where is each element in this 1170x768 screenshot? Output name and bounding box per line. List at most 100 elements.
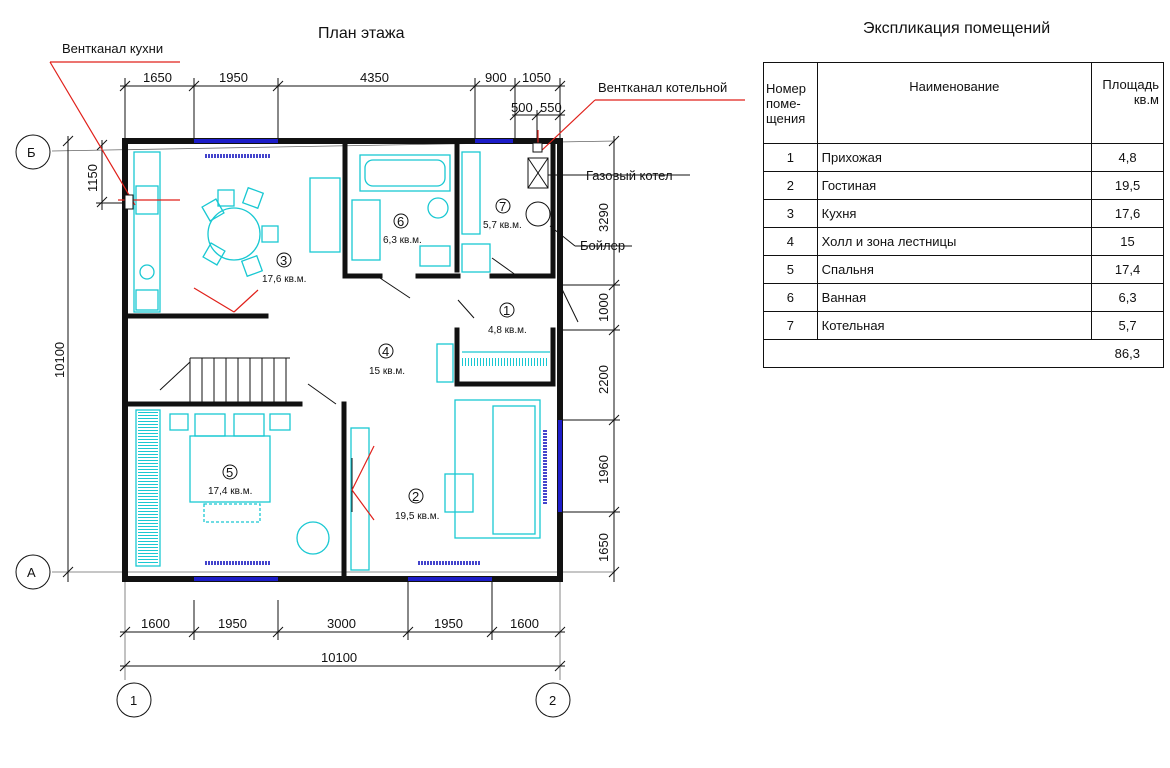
table-row: 2 Гостиная 19,5 [763, 171, 1164, 200]
kitchen-vent-icon [124, 194, 134, 210]
dim-top-2: 1950 [219, 70, 248, 85]
bed-icon [189, 435, 271, 503]
floor-plan: План этажа 1650 1950 4350 900 1050 500 5… [15, 25, 745, 718]
boiler-icon [525, 201, 551, 227]
total-area: 86,3 [1091, 339, 1164, 368]
axis-2-label: 2 [549, 693, 556, 708]
room-5-area: 17,4 кв.м. [208, 486, 252, 497]
dim-top-1: 1650 [143, 70, 172, 85]
note-gas-boiler: Газовый котел [586, 168, 673, 183]
explication-header: Номер поме- щения Наименование Площадь к… [763, 62, 1164, 144]
room-6-area: 6,3 кв.м. [383, 235, 422, 246]
row-area: 17,4 [1091, 255, 1164, 284]
header-num-line2: поме- [766, 95, 801, 111]
row-num: 4 [763, 227, 818, 256]
row-num: 5 [763, 255, 818, 284]
bottom-dimensions: 1600 1950 3000 1950 1600 10100 [119, 580, 566, 672]
row-name: Кухня [816, 199, 1093, 228]
dim-top-4: 900 [485, 70, 507, 85]
row-name: Котельная [816, 311, 1093, 340]
room-4-num: 4 [382, 344, 389, 359]
doors [307, 257, 579, 512]
dim-right-3: 2200 [596, 365, 611, 394]
windows [194, 139, 562, 581]
left-dimensions: 10100 1150 [52, 135, 132, 582]
dim-sub-1: 500 [511, 100, 533, 115]
room-6-num: 6 [397, 214, 404, 229]
dim-sub-2: 550 [540, 100, 562, 115]
bathtub-icon [359, 154, 451, 192]
total-row: 86,3 [762, 339, 1164, 368]
dim-bottom-5: 1600 [510, 616, 539, 631]
gas-boiler-icon [527, 157, 549, 189]
dim-right-2: 1000 [596, 293, 611, 322]
table-row: 1 Прихожая 4,8 [763, 143, 1164, 172]
table-row: 3 Кухня 17,6 [763, 199, 1164, 228]
dim-bottom-4: 1950 [434, 616, 463, 631]
axis-b-circle [15, 134, 51, 170]
dim-right-4: 1960 [596, 455, 611, 484]
axis-1-circle [116, 682, 152, 718]
room-2-num: 2 [412, 489, 419, 504]
row-name: Спальня [816, 255, 1093, 284]
note-boiler-vent: Вентканал котельной [598, 80, 727, 95]
room-labels: 1 4,8 кв.м. 2 19,5 кв.м. 3 17,6 кв.м. 4 … [208, 198, 527, 522]
right-dimensions: 3290 1000 2200 1960 1650 [560, 135, 620, 582]
axis-a-circle [15, 554, 51, 590]
sink-icon [139, 264, 155, 280]
room-1-area: 4,8 кв.м. [488, 325, 527, 336]
header-area-line1: Площадь [1102, 77, 1159, 92]
axis-a-label: А [27, 565, 36, 580]
axis-b-label: Б [27, 145, 36, 160]
room-5-num: 5 [226, 465, 233, 480]
explication-table: Номер поме- щения Наименование Площадь к… [762, 62, 1164, 368]
stairs-icon [159, 357, 290, 402]
dining-table-icon [207, 207, 261, 261]
row-area: 15 [1091, 227, 1164, 256]
plan-title: План этажа [318, 25, 405, 42]
row-name: Гостиная [816, 171, 1093, 200]
note-kitchen-vent: Вентканал кухни [62, 41, 163, 56]
row-name: Холл и зона лестницы [816, 227, 1093, 256]
room-1-num: 1 [503, 303, 510, 318]
sofa-icon [454, 399, 541, 539]
dim-bottom-total: 10100 [321, 650, 357, 665]
room-3-num: 3 [280, 253, 287, 268]
dim-right-1: 3290 [596, 203, 611, 232]
room-7-num: 7 [499, 199, 506, 214]
header-num-line1: Номер [766, 80, 807, 96]
row-name: Ванная [816, 283, 1093, 312]
axis-2-circle [535, 682, 571, 718]
annotation-lines [49, 61, 596, 521]
room-4-area: 15 кв.м. [369, 366, 405, 377]
row-area: 4,8 [1091, 143, 1164, 172]
boiler-vent-icon [532, 142, 543, 153]
header-area: Площадь кв.м [1091, 62, 1164, 144]
top-dimensions: 1650 1950 4350 900 1050 500 550 [119, 70, 566, 140]
row-area: 5,7 [1091, 311, 1164, 340]
row-num: 6 [763, 283, 818, 312]
total-spacer [762, 339, 1092, 368]
header-name: Наименование [816, 62, 1093, 144]
row-num: 7 [763, 311, 818, 340]
row-area: 6,3 [1091, 283, 1164, 312]
header-num: Номер поме- щения [763, 62, 818, 144]
room-2-area: 19,5 кв.м. [395, 511, 439, 522]
axis-1-label: 1 [130, 693, 137, 708]
explication-title: Экспликация помещений [863, 20, 1051, 37]
room-7-area: 5,7 кв.м. [483, 220, 522, 231]
dim-left-total: 10100 [52, 342, 67, 378]
header-area-line2: кв.м [1133, 92, 1159, 107]
table-row: 7 Котельная 5,7 [763, 311, 1164, 340]
header-num-line3: щения [766, 110, 806, 126]
walls [122, 138, 563, 582]
dim-left-small: 1150 [85, 164, 100, 192]
row-num: 3 [763, 199, 818, 228]
dim-bottom-3: 3000 [327, 616, 356, 631]
table-row: 6 Ванная 6,3 [763, 283, 1164, 312]
dim-top-3: 4350 [360, 70, 389, 85]
table-row: 4 Холл и зона лестницы 15 [763, 227, 1164, 256]
row-num: 1 [763, 143, 818, 172]
room-3-area: 17,6 кв.м. [262, 274, 306, 285]
table-row: 5 Спальня 17,4 [763, 255, 1164, 284]
